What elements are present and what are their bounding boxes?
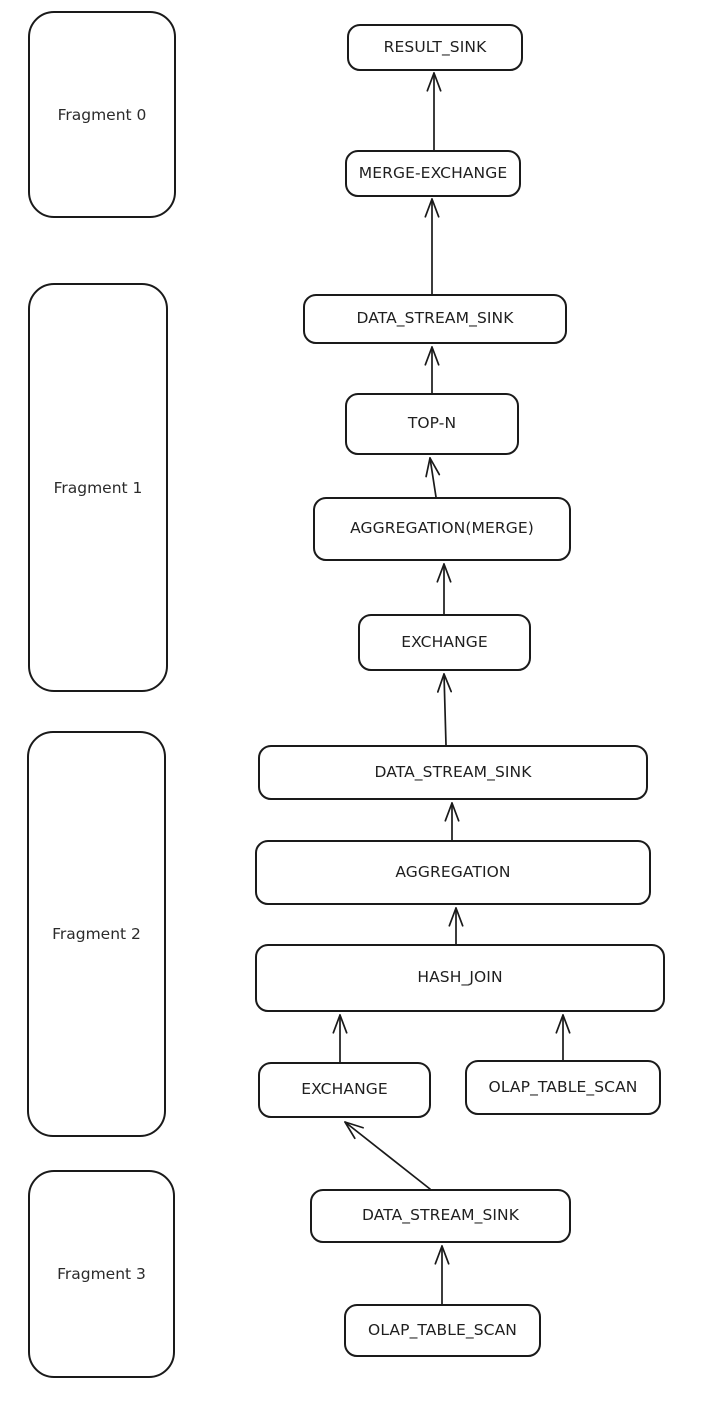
node-label: DATA_STREAM_SINK (356, 309, 514, 328)
edge-exchange-f1-to-aggregation-merge (436, 563, 452, 615)
arrowhead (436, 673, 453, 693)
fragment-label: Fragment 0 (57, 105, 147, 124)
node-top-n[interactable]: TOP-N (345, 393, 519, 455)
arrowhead (424, 198, 440, 218)
node-label: DATA_STREAM_SINK (374, 762, 532, 781)
node-label: EXCHANGE (401, 632, 488, 651)
node-exchange-f1[interactable]: EXCHANGE (358, 614, 531, 671)
node-data-stream-sink-f2[interactable]: DATA_STREAM_SINK (258, 745, 648, 800)
node-label: AGGREGATION(MERGE) (350, 519, 534, 538)
node-hash-join[interactable]: HASH_JOIN (255, 944, 665, 1012)
fragment-3[interactable]: Fragment 3 (28, 1170, 175, 1378)
edge-top-n-to-data-stream-sink-f1 (424, 346, 440, 394)
arrowhead (555, 1014, 571, 1034)
edge-aggregation-to-data-stream-sink-f2 (444, 802, 460, 841)
edge-data-stream-sink-f1-to-merge-exchange (424, 198, 440, 295)
arrowhead (444, 802, 460, 822)
arrowhead (425, 457, 441, 478)
arrowhead (344, 1121, 364, 1140)
node-label: MERGE-EXCHANGE (358, 163, 508, 182)
node-olap-table-scan-f2[interactable]: OLAP_TABLE_SCAN (465, 1060, 661, 1115)
node-aggregation-merge[interactable]: AGGREGATION(MERGE) (313, 497, 571, 561)
edge-olap-table-scan-f2-to-hash-join (555, 1014, 571, 1061)
edge-olap-table-scan-f3-to-data-stream-sink-f3 (434, 1245, 450, 1305)
fragment-label: Fragment 3 (57, 1265, 146, 1283)
fragment-1[interactable]: Fragment 1 (28, 283, 168, 692)
node-label: RESULT_SINK (383, 37, 487, 56)
node-exchange-f2[interactable]: EXCHANGE (258, 1062, 431, 1118)
node-data-stream-sink-f3[interactable]: DATA_STREAM_SINK (310, 1189, 571, 1243)
arrowhead (424, 346, 440, 366)
node-result-sink[interactable]: RESULT_SINK (347, 24, 523, 71)
arrowhead (426, 72, 442, 92)
edge-aggregation-merge-to-top-n (425, 457, 441, 498)
node-label: HASH_JOIN (417, 968, 503, 987)
edge-hash-join-to-aggregation (448, 907, 464, 945)
node-label: OLAP_TABLE_SCAN (488, 1077, 638, 1096)
arrowhead (448, 907, 464, 927)
node-label: DATA_STREAM_SINK (361, 1206, 520, 1225)
node-label: OLAP_TABLE_SCAN (368, 1320, 517, 1339)
node-label: EXCHANGE (301, 1080, 388, 1099)
fragment-label: Fragment 1 (53, 478, 143, 497)
node-merge-exchange[interactable]: MERGE-EXCHANGE (345, 150, 521, 197)
arrowhead (434, 1245, 450, 1265)
node-label: TOP-N (407, 414, 457, 433)
fragment-label: Fragment 2 (52, 925, 141, 943)
edge-data-stream-sink-f2-to-exchange-f1 (436, 673, 453, 746)
edge-data-stream-sink-f3-to-exchange-f2 (344, 1121, 431, 1190)
node-aggregation[interactable]: AGGREGATION (255, 840, 651, 905)
node-olap-table-scan-f3[interactable]: OLAP_TABLE_SCAN (344, 1304, 541, 1357)
edge-exchange-f2-to-hash-join (332, 1014, 348, 1063)
fragment-2[interactable]: Fragment 2 (27, 731, 166, 1137)
arrowhead (332, 1014, 348, 1034)
node-label: AGGREGATION (395, 862, 511, 881)
fragment-0[interactable]: Fragment 0 (28, 11, 176, 218)
node-data-stream-sink-f1[interactable]: DATA_STREAM_SINK (303, 294, 567, 344)
arrowhead (436, 563, 452, 583)
edge-merge-exchange-to-result-sink (426, 72, 442, 151)
